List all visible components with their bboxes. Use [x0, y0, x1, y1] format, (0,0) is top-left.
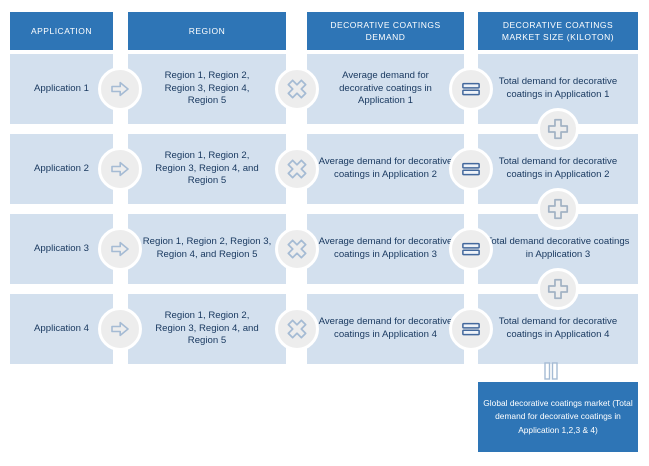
- demand-box: Average demand for decorative coatings i…: [307, 214, 464, 284]
- application-label: Application 1: [34, 82, 89, 94]
- market-size-label: Total demand decorative coatings in Appl…: [486, 236, 630, 260]
- plus-icon: [537, 108, 579, 150]
- region-label: Region 1, Region 2, Region 3, Region 4, …: [155, 149, 259, 187]
- market-size-label: Total demand for decorative coatings in …: [498, 316, 618, 340]
- application-box: Application 4: [10, 294, 113, 364]
- application-label: Application 2: [34, 162, 89, 174]
- application-label: Application 3: [34, 242, 89, 254]
- demand-label: Average demand for decorative coatings i…: [318, 236, 453, 260]
- column-header-market-size: DECORATIVE COATINGS MARKET SIZE (KILOTON…: [478, 12, 638, 50]
- region-label: Region 1, Region 2, Region 3, Region 4, …: [164, 69, 250, 107]
- column-header-label: DECORATIVE COATINGS MARKET SIZE (KILOTON…: [501, 19, 615, 42]
- global-market-result-label: Global decorative coatings market (Total…: [483, 398, 633, 435]
- application-box: Application 2: [10, 134, 113, 204]
- multiply-icon: [275, 307, 319, 351]
- region-box: Region 1, Region 2, Region 3, Region 4, …: [128, 134, 286, 204]
- equals-icon: [449, 307, 493, 351]
- arrow-right-icon: [98, 147, 142, 191]
- equals-icon: [449, 147, 493, 191]
- demand-label: Average demand for decorative coatings i…: [318, 156, 453, 180]
- demand-box: Average demand for decorative coatings i…: [307, 54, 464, 124]
- double-bar-icon: [540, 361, 562, 381]
- column-header-label: APPLICATION: [30, 25, 93, 36]
- global-market-result-box: Global decorative coatings market (Total…: [478, 382, 638, 452]
- market-size-label: Total demand for decorative coatings in …: [498, 76, 618, 100]
- column-header-label: DECORATIVE COATINGS DEMAND: [330, 19, 441, 42]
- demand-box: Average demand for decorative coatings i…: [307, 134, 464, 204]
- multiply-icon: [275, 67, 319, 111]
- application-label: Application 4: [34, 322, 89, 334]
- application-box: Application 1: [10, 54, 113, 124]
- region-label: Region 1, Region 2, Region 3, Region 4, …: [155, 309, 259, 347]
- equals-icon: [449, 67, 493, 111]
- demand-label: Average demand for decorative coatings i…: [339, 69, 432, 107]
- region-label: Region 1, Region 2, Region 3, Region 4, …: [142, 236, 272, 260]
- equals-icon: [449, 227, 493, 271]
- region-box: Region 1, Region 2, Region 3, Region 4, …: [128, 54, 286, 124]
- region-box: Region 1, Region 2, Region 3, Region 4, …: [128, 294, 286, 364]
- market-size-label: Total demand for decorative coatings in …: [498, 156, 618, 180]
- demand-label: Average demand for decorative coatings i…: [318, 316, 453, 340]
- column-header-region: REGION: [128, 12, 286, 50]
- application-box: Application 3: [10, 214, 113, 284]
- region-box: Region 1, Region 2, Region 3, Region 4, …: [128, 214, 286, 284]
- arrow-right-icon: [98, 307, 142, 351]
- multiply-icon: [275, 227, 319, 271]
- column-header-demand: DECORATIVE COATINGS DEMAND: [307, 12, 464, 50]
- demand-box: Average demand for decorative coatings i…: [307, 294, 464, 364]
- column-header-application: APPLICATION: [10, 12, 113, 50]
- plus-icon: [537, 268, 579, 310]
- column-header-label: REGION: [188, 25, 226, 36]
- arrow-right-icon: [98, 227, 142, 271]
- arrow-right-icon: [98, 67, 142, 111]
- plus-icon: [537, 188, 579, 230]
- multiply-icon: [275, 147, 319, 191]
